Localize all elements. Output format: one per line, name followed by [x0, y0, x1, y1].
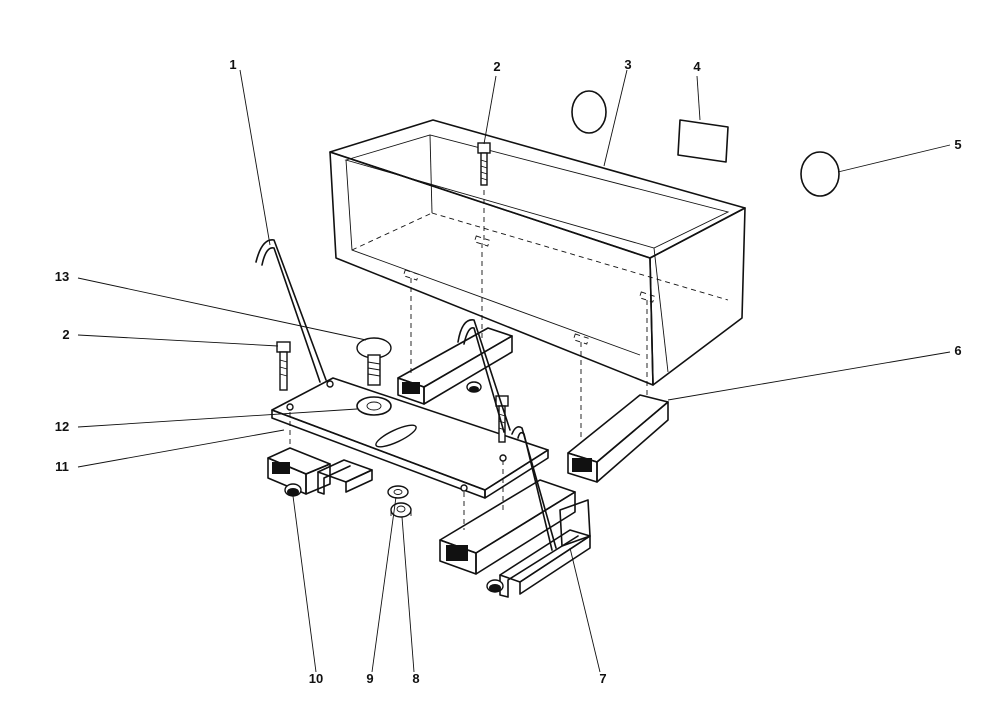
callout-2-left: 2: [62, 327, 69, 342]
hook-rod-right: [511, 426, 557, 551]
square-tube-right: [567, 394, 669, 483]
callout-12: 12: [55, 419, 69, 434]
callout-1: 1: [229, 57, 236, 72]
leader-lines: [77, 69, 951, 673]
alignment-lines: [289, 190, 648, 530]
callout-13: 13: [55, 269, 69, 284]
lock-nut-right: [486, 579, 504, 593]
hex-nut: [390, 502, 412, 518]
mounting-plate: [271, 377, 549, 499]
callout-2-top: 2: [493, 59, 500, 74]
lock-nut-upper: [466, 381, 482, 393]
reflector-right: [800, 151, 840, 197]
lock-nut-left: [284, 483, 302, 497]
square-tube-lower-left: [267, 447, 331, 495]
callout-11: 11: [55, 459, 69, 474]
callout-6: 6: [954, 343, 961, 358]
callout-9: 9: [366, 671, 373, 686]
callout-10: 10: [309, 671, 323, 686]
decal-plate: [677, 119, 729, 163]
square-tube-lower-right: [439, 479, 576, 575]
bolt-top: [477, 142, 491, 186]
hook-rod-center: [457, 319, 511, 433]
channel-bracket-left: [317, 459, 373, 495]
bolt-left: [276, 341, 291, 391]
washer-large: [356, 396, 392, 416]
callout-3: 3: [624, 57, 631, 72]
reflector-left: [571, 90, 607, 134]
square-tube-upper: [397, 327, 513, 405]
channel-bracket-right: [499, 499, 591, 598]
washer-large-hole: [366, 401, 382, 411]
small-washer: [387, 485, 409, 499]
callout-5: 5: [954, 137, 961, 152]
carriage-bolt: [356, 337, 392, 386]
hook-rod-left: [255, 239, 327, 383]
callout-7: 7: [599, 671, 606, 686]
tray-box: [329, 119, 746, 386]
callout-8: 8: [412, 671, 419, 686]
callout-4: 4: [693, 59, 701, 74]
